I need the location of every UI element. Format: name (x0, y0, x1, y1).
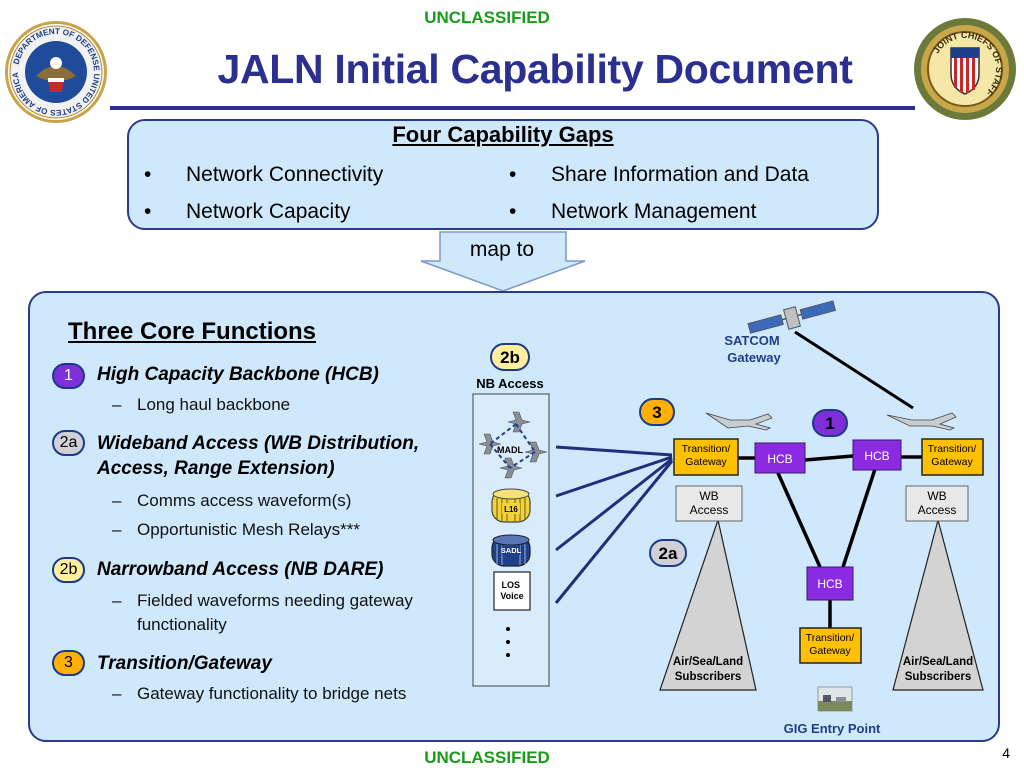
classification-bottom: UNCLASSIFIED (424, 748, 550, 767)
aircraft-icon (705, 412, 957, 431)
sadl-cylinder-icon (491, 534, 531, 567)
sadl-label: SADL (501, 546, 522, 555)
los-voice-text-line2: Voice (500, 591, 523, 601)
diagram-badge-3-label: 3 (652, 403, 661, 422)
madl-label: MADL (497, 445, 523, 455)
wb-access-box-left (675, 485, 743, 522)
function-title: Narrowband Access (NB DARE) (97, 559, 384, 580)
nb-badge (490, 343, 530, 371)
page-number: 4 (1002, 745, 1010, 761)
backbone-links (738, 454, 924, 628)
more-dots-icon (506, 627, 510, 657)
function-title: Wideband Access (WB Distribution, Access… (97, 433, 420, 479)
satellite-icon (747, 300, 837, 334)
hcb-label: HCB (767, 452, 792, 466)
wb-coverage-cone-left (659, 517, 757, 691)
gig-entry-point-label: GIG Entry Point (784, 721, 881, 736)
nb-badge-label: 2b (500, 348, 520, 367)
capability-gaps-panel (127, 119, 879, 230)
diagram-badge-1 (812, 409, 848, 437)
svg-text:Transition/Gateway: Transition/Gateway (928, 443, 977, 468)
wb-coverage-cone-right (892, 517, 984, 691)
function-title: Transition/Gateway (97, 653, 272, 674)
los-voice-text: LOS (501, 580, 520, 590)
dod-seal-logo: DEPARTMENT OF DEFENSE UNITED STATES OF A… (5, 21, 107, 123)
jcs-seal-logo: JOINT CHIEFS OF STAFF (914, 18, 1016, 120)
svg-text:Transition/Gateway: Transition/Gateway (682, 443, 731, 468)
diagram-badge-1-label: 1 (825, 414, 834, 433)
hcb-node-bottom (806, 566, 854, 601)
nb-access-label: NB Access (476, 376, 543, 391)
diagram-badge-2a-label: 2a (659, 544, 678, 563)
madl-links (489, 423, 536, 469)
diagram-badge-3 (639, 398, 675, 426)
diagram-badge-2a (649, 539, 687, 567)
title-rule (110, 106, 915, 110)
page-title: JALN Initial Capability Document (217, 46, 853, 92)
hcb-label: HCB (817, 577, 842, 591)
map-to-label: map to (469, 238, 535, 261)
badge-2b: 2b (52, 557, 85, 583)
los-voice-label: LOS Voice (500, 580, 523, 601)
capability-gaps-heading: Four Capability Gaps (392, 122, 614, 147)
badge-2a: 2a (52, 430, 85, 456)
hcb-node-left (754, 442, 806, 474)
svg-text:Transition/Gateway: Transition/Gateway (806, 632, 855, 657)
transition-gateway-right (921, 438, 984, 476)
hcb-node-right (852, 439, 902, 471)
function-title: High Capacity Backbone (HCB) (97, 364, 379, 385)
gig-entry-point-icon (817, 686, 853, 712)
transition-gateway-left (673, 438, 739, 476)
hcb-label: HCB (864, 449, 889, 463)
los-voice-box (493, 571, 531, 611)
badge-3: 3 (52, 650, 85, 676)
map-to-arrow (420, 231, 586, 292)
transition-gateway-bottom (799, 627, 862, 664)
badge-1: 1 (52, 363, 85, 389)
l16-cylinder-icon (491, 488, 531, 523)
classification-top: UNCLASSIFIED (424, 8, 550, 27)
wb-access-box-right (905, 485, 969, 522)
core-functions-heading: Three Core Functions (68, 318, 317, 345)
satcom-link (794, 330, 914, 410)
nb-links (554, 445, 674, 604)
l16-label: L16 (504, 505, 518, 514)
